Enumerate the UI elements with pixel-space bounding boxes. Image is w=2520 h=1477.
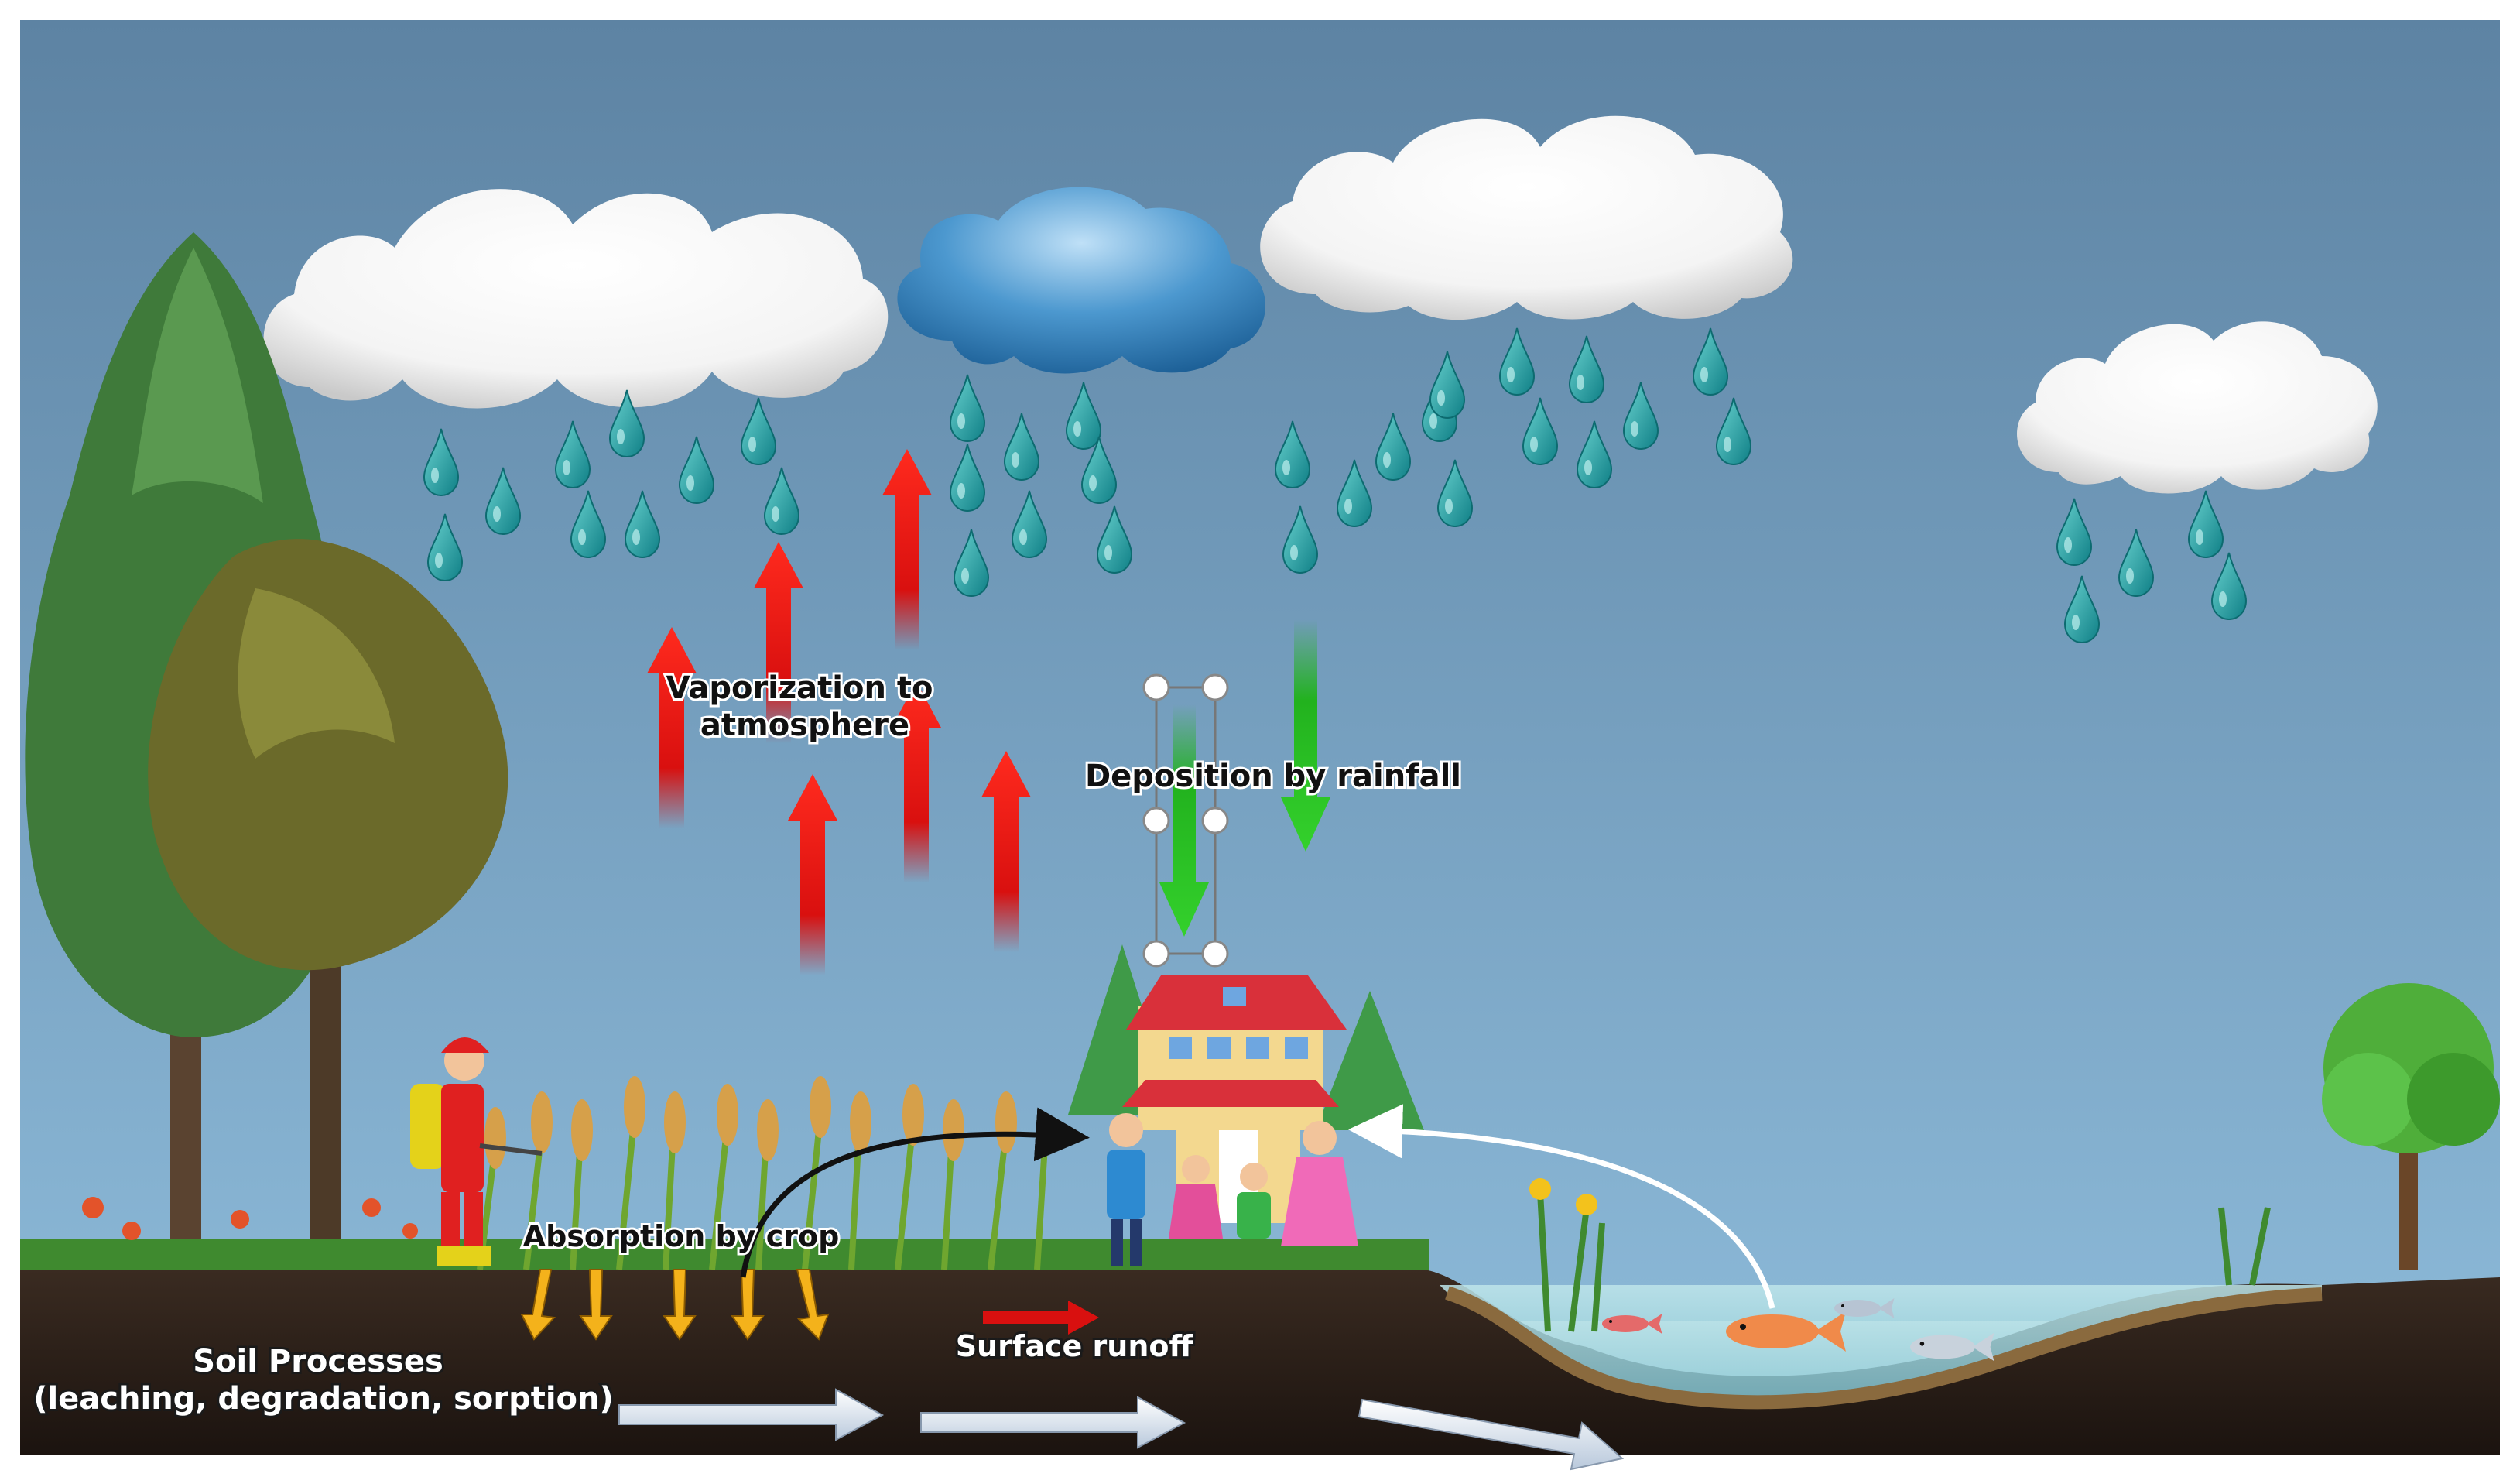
vapor-arrow (882, 449, 932, 650)
wheat-crop-icon (477, 1076, 1048, 1270)
pond-to-house-arrow (1348, 1104, 1775, 1309)
flower-icon (82, 1197, 418, 1240)
vapor-arrow (981, 751, 1031, 952)
soil-process-arrows (618, 1388, 1625, 1471)
soil-processes-label: Soil Processes (leaching, degradation, s… (33, 1344, 614, 1417)
crop-to-house-arrow (740, 1107, 1090, 1278)
absorption-arrows (520, 1269, 830, 1341)
vapor-arrow (892, 681, 941, 882)
surface-runoff-label: Surface runoff (956, 1329, 1194, 1363)
cloud-icon (263, 189, 889, 409)
vaporization-label: Vaporization to atmosphere (666, 670, 944, 743)
absorption-arrow (731, 1269, 765, 1341)
absorption-arrow (579, 1269, 613, 1341)
tree-icon (148, 539, 508, 1270)
cloud-icon (897, 187, 1265, 374)
deposition-arrows (1159, 619, 1330, 937)
cloud-icon (2017, 321, 2378, 494)
vapor-arrow (788, 774, 837, 975)
absorption-arrow (796, 1269, 830, 1341)
flower-icon (1529, 1178, 1597, 1215)
leaching-arrow (618, 1388, 885, 1441)
surface-runoff-arrow (983, 1301, 1099, 1335)
vapor-arrow (647, 627, 697, 828)
tree-icon (2322, 983, 2500, 1270)
house-icon (1068, 944, 1424, 1223)
leaching-arrow (1358, 1398, 1625, 1471)
absorption-label: Absorption by crop (523, 1219, 840, 1253)
selection-handles (1142, 673, 1229, 968)
cloud-icon (1260, 115, 1793, 320)
deposition-label: Deposition by rainfall (1085, 759, 1461, 794)
vapor-arrow (754, 542, 803, 743)
absorption-arrow (663, 1269, 697, 1341)
reed-plant-icon (1537, 1191, 2271, 1332)
vaporization-arrows (647, 449, 1031, 975)
absorption-arrow (520, 1269, 556, 1341)
family-icon (1107, 1113, 1358, 1266)
deposition-arrow (1159, 704, 1209, 937)
farmer-sprayer-icon (410, 1037, 543, 1266)
deposition-arrow (1281, 619, 1330, 852)
pond-icon (1440, 1285, 2323, 1410)
leaching-arrow (920, 1396, 1186, 1449)
